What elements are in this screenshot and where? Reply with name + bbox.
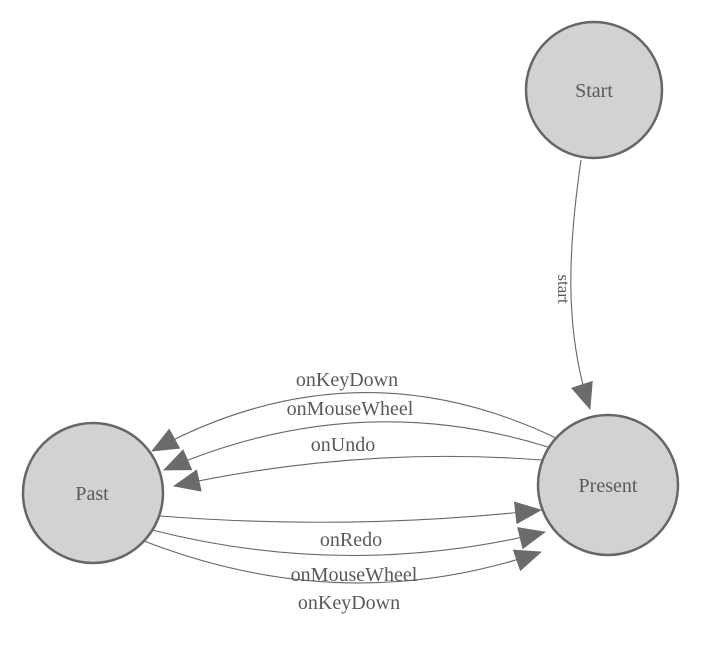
edge-label-start: start — [554, 274, 573, 304]
edge-present-to-past-onmousewheel — [163, 421, 549, 471]
edge-past-to-present-onmousewheel — [151, 527, 547, 557]
node-start-label: Start — [575, 80, 613, 102]
node-past: Past — [21, 421, 165, 565]
node-present: Present — [536, 413, 680, 557]
edge-present-to-past-onundo — [172, 455, 543, 492]
edge-label-onmousewheel-bottom: onMouseWheel — [291, 564, 418, 586]
node-present-label: Present — [579, 475, 638, 497]
node-past-label: Past — [75, 483, 109, 505]
edge-label-onkeydown-top: onKeyDown — [296, 369, 398, 391]
edge-label-onmousewheel-top: onMouseWheel — [287, 398, 414, 420]
node-start: Start — [524, 20, 664, 160]
node-present-circle — [536, 413, 680, 557]
edge-label-onkeydown-bottom: onKeyDown — [298, 592, 400, 614]
edge-past-to-present-onkeydown — [143, 540, 542, 584]
edge-start-to-present — [570, 159, 593, 410]
edge-past-to-present-onredo — [159, 501, 543, 525]
edge-label-onundo: onUndo — [311, 434, 375, 456]
node-past-circle — [21, 421, 165, 565]
node-start-circle — [524, 20, 664, 160]
edge-labels-group: start onKeyDown onMouseWheel onUndo onRe… — [287, 274, 573, 614]
edge-label-onredo: onRedo — [320, 529, 382, 551]
edges-group — [143, 159, 593, 584]
edge-present-to-past-onkeydown — [151, 392, 557, 452]
